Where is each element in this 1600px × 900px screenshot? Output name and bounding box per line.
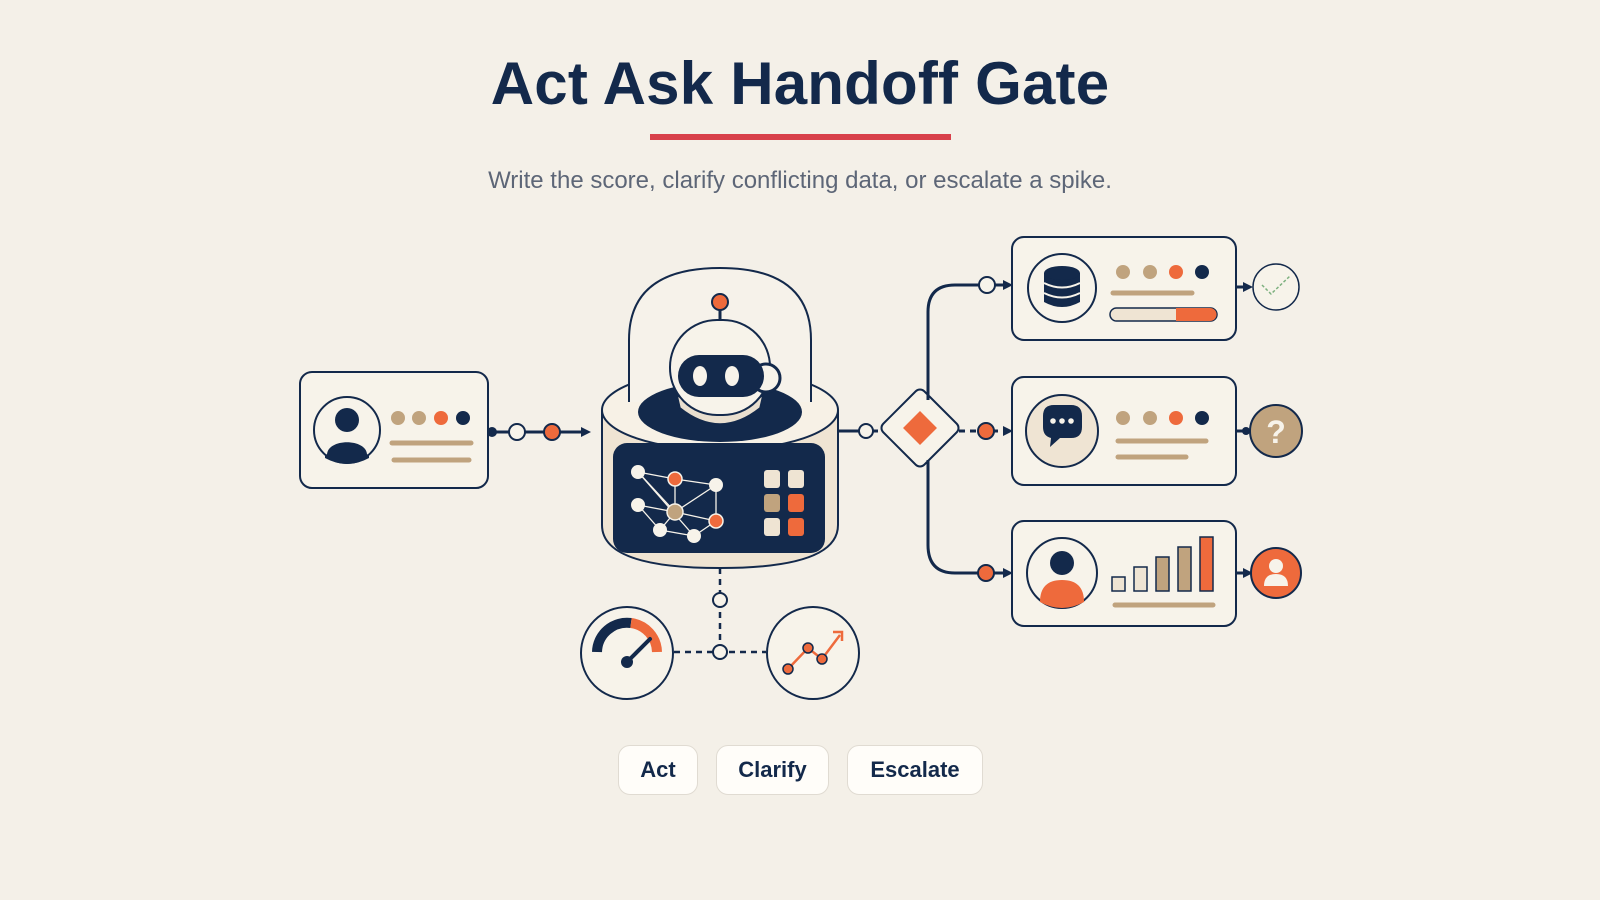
branch-connectors <box>926 276 1013 582</box>
metrics-connector <box>674 568 766 660</box>
escalate-card <box>1011 520 1237 627</box>
clarify-card <box>1011 376 1237 486</box>
input-connector <box>487 423 591 441</box>
title-underline <box>650 134 951 140</box>
status-grid <box>764 470 804 536</box>
robot-icon <box>601 266 839 570</box>
act-button[interactable]: Act <box>618 745 698 795</box>
decision-diamond-icon <box>880 388 960 468</box>
input-status-dots <box>391 411 470 425</box>
escalate-button[interactable]: Escalate <box>847 745 983 795</box>
trend-icon <box>766 606 860 700</box>
action-buttons: Act Clarify Escalate <box>0 745 1600 797</box>
outcome-connectors <box>1236 282 1253 578</box>
input-card <box>299 371 489 489</box>
person-icon <box>313 396 381 464</box>
page-title: Act Ask Handoff Gate <box>490 50 1110 117</box>
act-card <box>1011 236 1237 341</box>
gauge-icon <box>580 606 674 700</box>
decision-connector <box>838 423 878 439</box>
database-icon <box>1027 253 1097 323</box>
page-subtitle: Write the score, clarify conflicting dat… <box>488 167 1112 194</box>
clarify-button[interactable]: Clarify <box>716 745 829 795</box>
person-chart-icon <box>1026 537 1098 609</box>
check-icon <box>1252 263 1300 311</box>
svg-text:?: ? <box>1266 414 1286 450</box>
handoff-person-icon <box>1250 547 1302 599</box>
question-icon: ? <box>1249 404 1303 458</box>
chat-bubble-icon <box>1025 394 1099 468</box>
